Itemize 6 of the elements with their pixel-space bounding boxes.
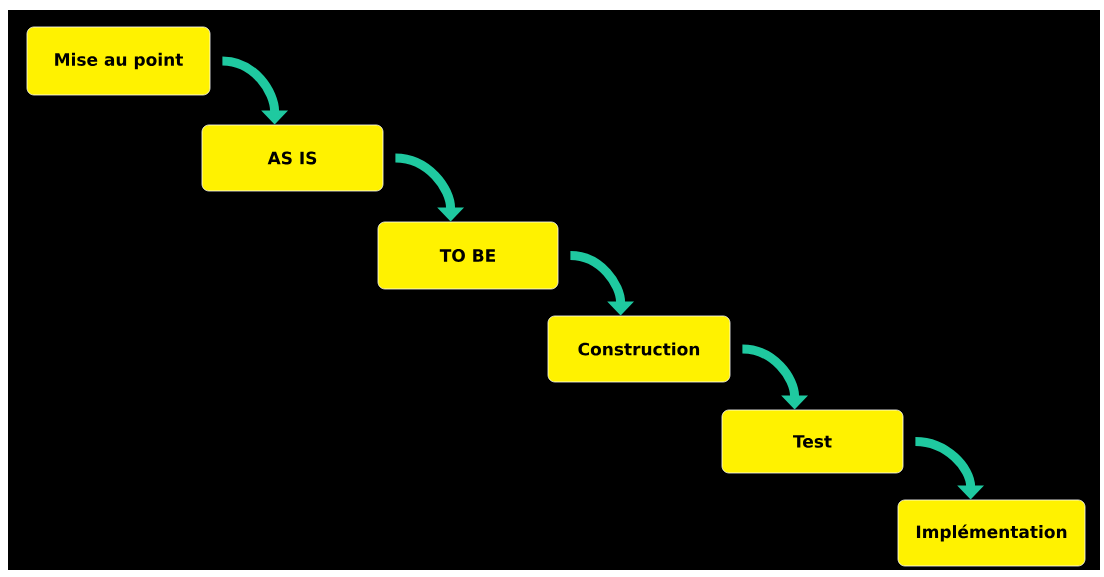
process-box: Implémentation bbox=[897, 499, 1086, 567]
process-box: TO BE bbox=[377, 221, 559, 290]
process-box: AS IS bbox=[201, 124, 384, 192]
process-box: Mise au point bbox=[26, 26, 211, 96]
process-box: Test bbox=[721, 409, 904, 474]
process-box: Construction bbox=[547, 315, 731, 383]
